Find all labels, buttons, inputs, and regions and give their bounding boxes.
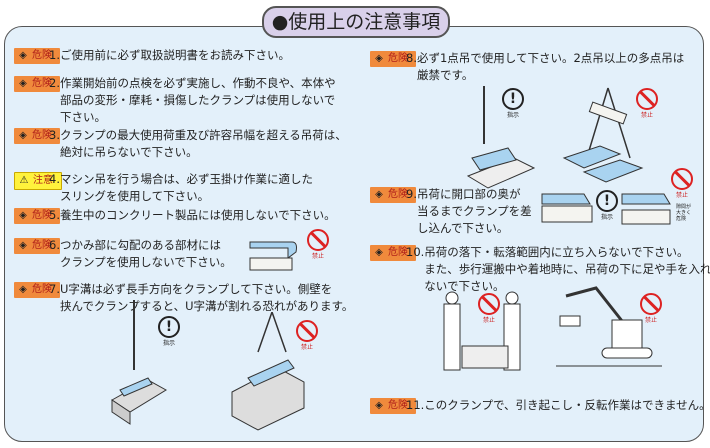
item-number: 4. — [49, 172, 60, 186]
item-text: 吊荷の落下・転落範囲内に立ち入らないで下さい。 また、歩行運搬中や着地時に、吊荷… — [424, 245, 710, 293]
instruction-icon: !指示 — [596, 190, 618, 221]
danger-badge: ◈ 危険 — [370, 187, 416, 203]
item-number: 7. — [49, 282, 60, 296]
item-number: 9. — [406, 187, 417, 201]
item-number: 11. — [406, 398, 425, 412]
precaution-item-1: 1.ご使用前に必ず取扱説明書をお読み下さい。 — [49, 47, 290, 64]
danger-diamond-icon: ◈ — [19, 130, 27, 141]
precaution-item-8: 8.必ず1点吊で使用して下さい。2点吊以上の多点吊は 厳禁です。 — [406, 50, 684, 84]
u-ditch-sidewall-clamp-illustration — [231, 312, 305, 431]
badge-label: 危険 — [32, 130, 52, 141]
single-point-lifting-illustration — [466, 86, 536, 189]
workers-carrying-illustration — [443, 291, 521, 371]
prohibited-icon: 禁止 — [640, 293, 662, 324]
item-text: このクランプで、引き起こし・反転作業はできません。 — [424, 398, 710, 412]
danger-badge: ◈ 危険 — [14, 282, 60, 298]
item-number: 10. — [406, 245, 425, 259]
precaution-item-11: 11.このクランプで、引き起こし・反転作業はできません。 — [406, 397, 710, 414]
precaution-item-4: 4.マシン吊を行う場合は、必ず玉掛け作業に適した スリングを使用して下さい。 — [49, 171, 313, 205]
item-text: 養生中のコンクリート製品には使用しないで下さい。 — [59, 208, 336, 222]
page-title: ●使用上の注意事項 — [262, 6, 450, 38]
danger-diamond-icon: ◈ — [19, 78, 27, 89]
badge-label: 危険 — [388, 247, 408, 258]
item-number: 6. — [49, 238, 60, 252]
precaution-item-5: 5.養生中のコンクリート製品には使用しないで下さい。 — [49, 207, 336, 224]
danger-diamond-icon: ◈ — [375, 189, 383, 200]
prohibited-icon: 禁止 — [296, 320, 318, 351]
danger-badge: ◈ 危険 — [370, 245, 416, 261]
u-ditch-longitudinal-clamp-illustration — [111, 300, 167, 425]
item-text: クランプの最大使用荷重及び許容吊幅を超える吊荷は、 絶対に吊らないで下さい。 — [59, 128, 347, 159]
caution-badge: ⚠ 注意 — [14, 172, 62, 190]
danger-diamond-icon: ◈ — [19, 284, 27, 295]
danger-diamond-icon: ◈ — [19, 50, 27, 61]
danger-diamond-icon: ◈ — [375, 400, 383, 411]
badge-label: 危険 — [388, 53, 408, 64]
precaution-item-10: 10.吊荷の落下・転落範囲内に立ち入らないで下さい。 また、歩行運搬中や着地時に… — [406, 244, 710, 295]
item-text: 必ず1点吊で使用して下さい。2点吊以上の多点吊は 厳禁です。 — [416, 51, 685, 82]
danger-badge: ◈ 危険 — [14, 48, 60, 64]
item-text: つかみ部に勾配のある部材には クランプを使用しないで下さい。 — [59, 238, 232, 269]
precaution-item-6: 6.つかみ部に勾配のある部材には クランプを使用しないで下さい。 — [49, 237, 232, 271]
item-number: 5. — [49, 208, 60, 222]
prohibited-icon: 禁止 — [478, 293, 500, 324]
danger-badge: ◈ 危険 — [14, 238, 60, 254]
item-number: 3. — [49, 128, 60, 142]
clamp-insertion-illustration — [541, 193, 671, 225]
precaution-item-9: 9.吊荷に開口部の奥が 当るまでクランプを差 し込んで下さい。 — [406, 186, 532, 237]
item-number: 1. — [49, 48, 60, 62]
badge-label: 危険 — [32, 210, 52, 221]
item-number: 8. — [406, 51, 417, 65]
item-text: マシン吊を行う場合は、必ず玉掛け作業に適した スリングを使用して下さい。 — [59, 172, 313, 203]
multi-point-lifting-illustration — [562, 87, 644, 183]
danger-badge: ◈ 危険 — [370, 398, 416, 414]
danger-badge: ◈ 危険 — [14, 208, 60, 224]
badge-label: 注意 — [33, 175, 53, 186]
item-text: 吊荷に開口部の奥が 当るまでクランプを差 し込んで下さい。 — [416, 187, 532, 235]
danger-diamond-icon: ◈ — [19, 240, 27, 251]
sloped-clamp-illustration — [249, 241, 297, 271]
item-text: 作業開始前の点検を必ず実施し、作動不良や、本体や 部品の変形・摩耗・損傷したクラ… — [59, 76, 336, 124]
prohibited-icon: 禁止 — [671, 168, 693, 199]
danger-badge: ◈ 危険 — [14, 128, 60, 144]
excavator-illustration — [556, 286, 662, 367]
badge-label: 危険 — [32, 50, 52, 61]
gap-warning-label: 隙間が 大きく 危険 — [676, 204, 692, 222]
badge-label: 危険 — [388, 189, 408, 200]
prohibited-icon: 禁止 — [636, 88, 658, 119]
danger-diamond-icon: ◈ — [375, 53, 383, 64]
badge-label: 危険 — [32, 240, 52, 251]
danger-diamond-icon: ◈ — [375, 247, 383, 258]
danger-badge: ◈ 危険 — [14, 76, 60, 92]
warning-triangle-icon: ⚠ — [19, 175, 29, 186]
instruction-icon: !指示 — [158, 316, 180, 347]
badge-label: 危険 — [388, 400, 408, 411]
instruction-icon: !指示 — [502, 88, 524, 119]
badge-label: 危険 — [32, 78, 52, 89]
precaution-item-2: 2.作業開始前の点検を必ず実施し、作動不良や、本体や 部品の変形・摩耗・損傷した… — [49, 75, 336, 126]
badge-label: 危険 — [32, 284, 52, 295]
danger-diamond-icon: ◈ — [19, 210, 27, 221]
precaution-item-7: 7.U字溝は必ず長手方向をクランプして下さい。側壁を 挟んでクランプすると、U字… — [49, 281, 353, 315]
item-text: ご使用前に必ず取扱説明書をお読み下さい。 — [59, 48, 290, 62]
danger-badge: ◈ 危険 — [370, 51, 416, 67]
content-panel — [4, 26, 704, 442]
precaution-item-3: 3.クランプの最大使用荷重及び許容吊幅を超える吊荷は、 絶対に吊らないで下さい。 — [49, 127, 347, 161]
prohibited-icon: 禁止 — [307, 229, 329, 260]
item-number: 2. — [49, 76, 60, 90]
item-text: U字溝は必ず長手方向をクランプして下さい。側壁を 挟んでクランプすると、U字溝が… — [59, 282, 354, 313]
